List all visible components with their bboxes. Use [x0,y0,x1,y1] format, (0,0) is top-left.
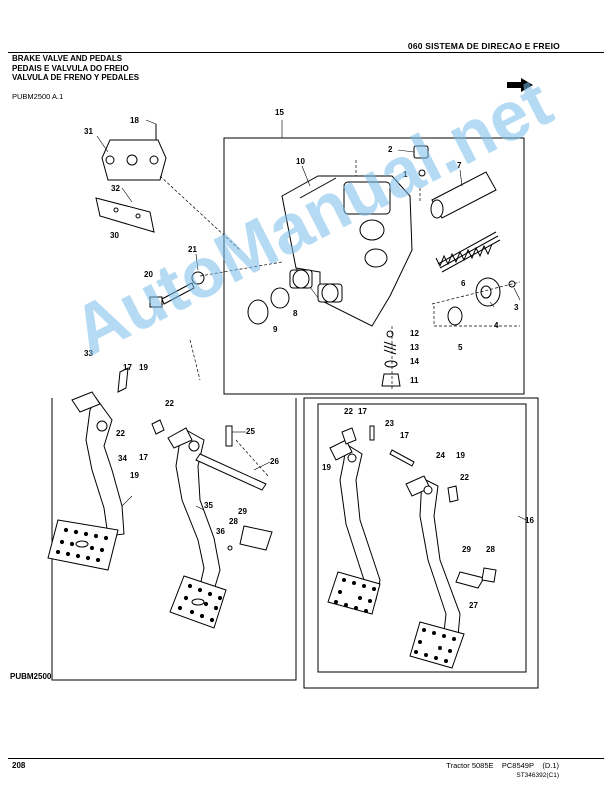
callout-27: 27 [469,601,478,610]
callout-leaders [96,119,527,521]
footer-model: Tractor 5085E [446,761,494,770]
callout-35: 35 [204,501,213,510]
seal-parts [247,145,429,387]
callout-22-a: 22 [165,399,174,408]
callout-7: 7 [457,161,462,170]
callout-19-b: 19 [130,471,139,480]
footer-code: ST346392(C1) [516,772,559,779]
footer-revision: (D.1) [542,761,559,770]
callout-17-a: 17 [123,363,132,372]
callout-17-c: 17 [358,407,367,416]
callout-22-c: 22 [344,407,353,416]
footer-rule [8,758,604,759]
callout-19-d: 19 [456,451,465,460]
callout-36: 36 [216,527,225,536]
brake-valve-body [281,175,413,327]
callout-14: 14 [410,357,419,366]
callout-4: 4 [494,321,499,330]
callout-20: 20 [144,270,153,279]
plug-part [447,277,516,326]
arrow-right-icon [507,78,533,92]
callout-13: 13 [410,343,419,352]
callout-26: 26 [270,457,279,466]
pedal-group-frame-outer [303,397,539,689]
callout-22-b: 22 [116,429,125,438]
diagram-label: PUBM2500 [10,672,52,681]
title-spanish: VALVULA DE FRENO Y PEDALES [12,73,140,82]
callout-11: 11 [410,376,419,385]
callout-23: 23 [385,419,394,428]
callout-25: 25 [246,427,255,436]
callout-19-c: 19 [322,463,331,472]
callout-6: 6 [461,279,466,288]
cylinder-part [430,171,497,219]
dashed-leaders [159,160,521,477]
pedal-group-frame-inner [317,403,527,673]
footer-catalog: PC8549P [501,761,534,770]
callout-8: 8 [293,309,298,318]
callout-29-a: 29 [238,507,247,516]
title-english: BRAKE VALVE AND PEDALS [12,54,123,63]
callout-5: 5 [458,343,463,352]
pedal-assembly-right [327,425,497,669]
callout-2: 2 [388,145,393,154]
pedal-assembly-left [47,391,125,571]
callout-17-d: 17 [400,431,409,440]
callout-33: 33 [84,349,93,358]
callout-19-a: 19 [139,363,148,372]
callout-10: 10 [296,157,305,166]
callout-31: 31 [84,127,93,136]
callout-16: 16 [525,516,534,525]
callout-3: 3 [514,303,519,312]
header-rule [8,52,604,53]
callout-24: 24 [436,451,445,460]
title-portuguese: PEDAIS E VALVULA DO FREIO [12,63,129,73]
callout-18: 18 [130,116,139,125]
figure-reference: PUBM2500 A.1 [12,92,64,101]
section-title: 060 SISTEMA DE DIRECAO E FREIO [407,41,560,51]
callout-numbers: 1 2 3 4 5 6 7 8 9 10 11 12 13 14 15 16 1… [84,108,534,610]
page-titles: BRAKE VALVE AND PEDALS PEDAIS E VALVULA … [12,54,139,83]
pedal-assembly-middle [117,367,273,629]
callout-28-b: 28 [486,545,495,554]
callout-15: 15 [275,108,284,117]
valve-spring-part [435,231,501,273]
callout-32: 32 [111,184,120,193]
pedal-frame-left [51,398,297,681]
valve-group-frame [223,137,525,395]
callout-34: 34 [118,454,127,463]
callout-17-b: 17 [139,453,148,462]
callout-12: 12 [410,329,419,338]
callout-1: 1 [403,170,408,179]
callout-30: 30 [110,231,119,240]
callout-21: 21 [188,245,197,254]
callout-29-b: 29 [462,545,471,554]
callout-28-a: 28 [229,517,238,526]
callout-22-d: 22 [460,473,469,482]
callout-9: 9 [273,325,278,334]
bolt-part [149,271,205,308]
footer-info: Tractor 5085E PC8549P (D.1) [446,761,559,770]
valve-bracket-part [95,124,167,233]
page-number: 208 [12,761,26,770]
